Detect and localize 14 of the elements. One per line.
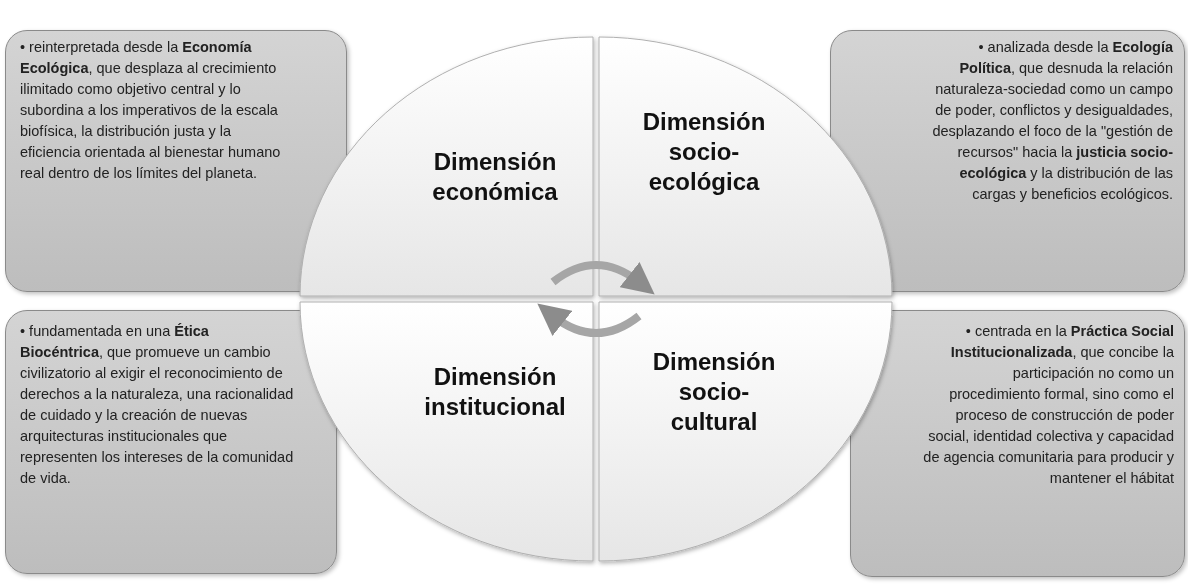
dimension-title: Dimensión socio-ecológica bbox=[641, 107, 767, 197]
text-panel bbox=[830, 30, 1185, 292]
curved-arrow bbox=[536, 304, 642, 337]
description-text: • reinterpretada desde la Economía Ecológica, que desplaza al crecimiento ilimitado como objetivo central y lo subordina a los imperativos de la escala biofísica, la distribución justa y la eficiencia orientada al bienestar humano real dentro de los límites del planeta. bbox=[20, 38, 282, 183]
dimension-title: Dimensión socio-cultural bbox=[651, 347, 777, 437]
text-panel bbox=[5, 30, 347, 292]
text-panel bbox=[5, 310, 337, 574]
description-text: • centrada en la Práctica Social Institucionalizada, que concibe la participación no como un procedimiento formal, sino como el proceso de construcción de poder social, identidad colectiva y capacidad de agencia comunitaria para producir y mantener el hábitat bbox=[922, 322, 1174, 488]
description-text: • fundamentada en una Ética Biocéntrica, que promueve un cambio civilizatorio al exigir el reconocimiento de derechos a la naturaleza, una racionalidad de cuidado y la creación de nuevas arquitecturas institucionales que representen los intereses de la comunidad de vida. bbox=[20, 322, 295, 488]
curved-arrow bbox=[550, 261, 656, 294]
description-text: • analizada desde la Ecología Política, que desnuda la relación naturaleza-sociedad como un campo de poder, conflictos y desigualdades, desplazando el foco de la "gestión de recursos" hacia la justicia socio-ecológica y la distribución de las cargas y beneficios ecológicos. bbox=[931, 38, 1173, 204]
text-panel bbox=[850, 310, 1185, 577]
dimension-title: Dimensión institucional bbox=[423, 362, 567, 422]
dimension-title: Dimensión económica bbox=[431, 147, 559, 207]
